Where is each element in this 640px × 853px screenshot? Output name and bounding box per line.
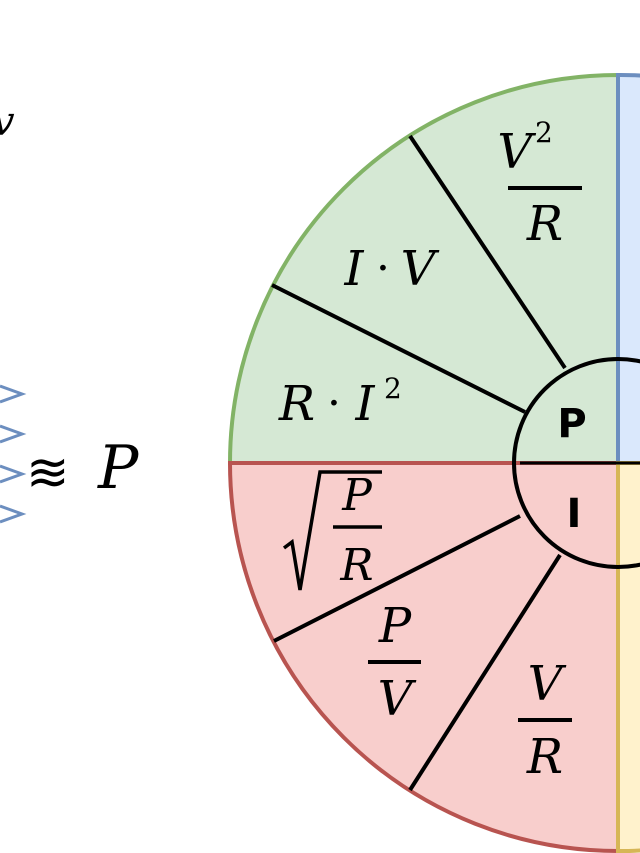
formula-numerator: V bbox=[528, 656, 567, 712]
arrow-icon bbox=[0, 424, 27, 444]
arrow-icon bbox=[0, 464, 27, 484]
arrow-icon bbox=[0, 504, 27, 524]
formula-numerator: V bbox=[497, 124, 536, 180]
formula-denominator: R bbox=[526, 729, 563, 785]
formula-denominator: R bbox=[339, 540, 373, 591]
formula-dot: · bbox=[376, 243, 390, 294]
power-label: P bbox=[97, 433, 140, 503]
formula-exponent: 2 bbox=[384, 372, 402, 405]
sqrt-sign bbox=[282, 470, 382, 591]
formula-right: V bbox=[401, 241, 440, 297]
current-quadrant bbox=[227, 461, 620, 853]
formula-dot: · bbox=[327, 378, 341, 429]
formula-v-over-r: V R bbox=[518, 656, 572, 785]
hub-circle bbox=[512, 357, 640, 569]
formula-v2-over-r: V 2 R bbox=[497, 116, 582, 252]
left-fragment: v ≋ P bbox=[0, 99, 140, 524]
formula-i-times-v: I · V bbox=[344, 241, 440, 297]
formula-numerator: P bbox=[378, 598, 412, 654]
resistance-quadrant bbox=[616, 461, 640, 853]
cropped-v-glyph: v bbox=[0, 99, 15, 145]
formula-sqrt-p-over-r: P R bbox=[282, 470, 382, 591]
formula-left: R bbox=[278, 376, 315, 432]
formula-denominator: V bbox=[378, 671, 417, 727]
formula-left: I bbox=[344, 241, 365, 297]
divider-line bbox=[408, 134, 567, 370]
formula-denominator: R bbox=[526, 196, 563, 252]
formula-numerator: P bbox=[341, 470, 373, 521]
arrow-group bbox=[0, 384, 27, 524]
hub-current-label: I bbox=[567, 491, 582, 537]
arrow-icon bbox=[0, 384, 27, 404]
wavy-equals-symbol: ≋ bbox=[26, 443, 70, 503]
formula-right: I bbox=[355, 376, 376, 432]
hub-power-label: P bbox=[557, 401, 586, 447]
voltage-quadrant bbox=[616, 72, 640, 465]
wheel: P I bbox=[227, 72, 640, 853]
divider-line bbox=[408, 553, 562, 792]
formula-p-over-v: P V bbox=[368, 598, 421, 727]
divider-line bbox=[271, 283, 526, 414]
divider-line bbox=[273, 514, 521, 643]
power-quadrant bbox=[227, 72, 620, 465]
formula-r-times-i2: R · I 2 bbox=[278, 372, 402, 432]
formula-exponent: 2 bbox=[535, 116, 553, 149]
